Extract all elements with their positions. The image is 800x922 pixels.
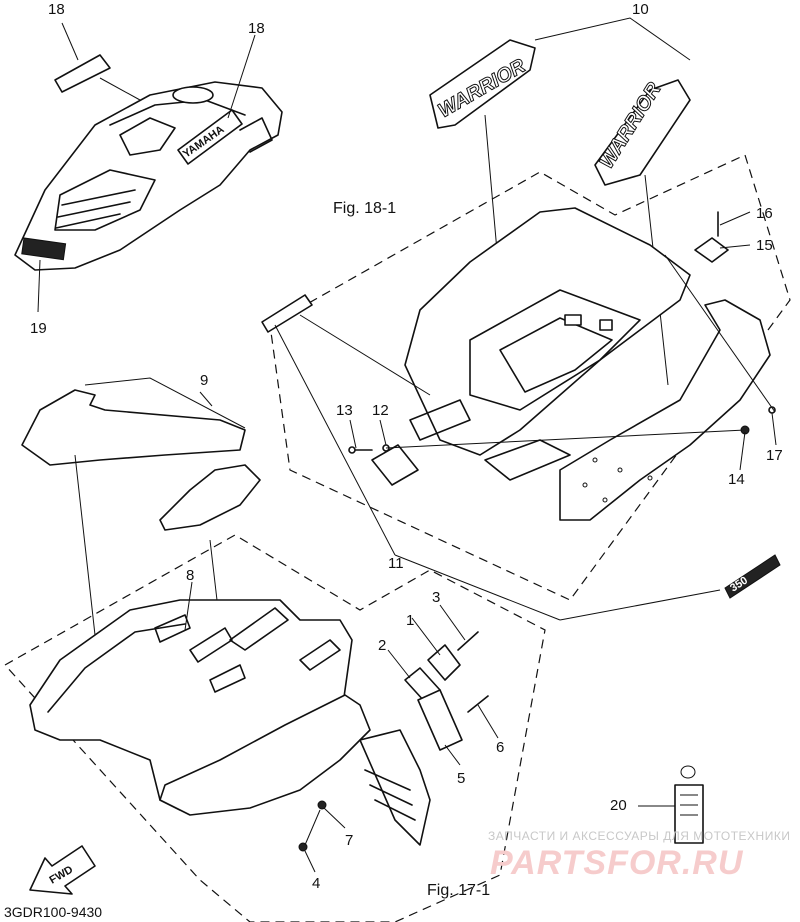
leader-12-axis — [385, 429, 746, 449]
callout-19: 19 — [30, 320, 47, 337]
fuel-tank-cover: YAMAHA — [14, 81, 283, 271]
leader-11-c — [559, 589, 721, 621]
leader-17-axis — [664, 254, 776, 413]
front-fender-decals — [21, 389, 261, 531]
leader-11 — [274, 324, 396, 556]
figure-ref-18-1: Fig. 18-1 — [333, 200, 396, 217]
leader-12 — [379, 419, 387, 446]
callout-20: 20 — [610, 797, 627, 814]
leader-7 — [323, 807, 346, 829]
plate-12 — [371, 444, 419, 486]
rear-fender-group-boundary — [269, 154, 791, 601]
fwd-arrow: FWD — [29, 845, 96, 895]
leader-9-b — [199, 391, 213, 407]
leader-19 — [37, 259, 41, 313]
leader-18a — [61, 22, 79, 61]
callout-13: 13 — [336, 402, 353, 419]
leader-11-b — [394, 554, 561, 621]
callout-6: 6 — [496, 739, 504, 756]
leader-17 — [771, 412, 777, 446]
bolt-6 — [467, 695, 489, 713]
leader-6 — [477, 704, 499, 739]
callout-15: 15 — [756, 237, 773, 254]
callout-1: 1 — [406, 612, 414, 629]
watermark-subtitle: ЗАПЧАСТИ И АКСЕССУАРЫ ДЛЯ МОТОТЕХНИКИ — [488, 829, 790, 843]
rear-fender — [404, 207, 771, 521]
callout-5: 5 — [457, 770, 465, 787]
callout-9: 9 — [200, 372, 208, 389]
leader-10 — [534, 17, 691, 61]
leader-14 — [739, 431, 746, 471]
callout-8: 8 — [186, 567, 194, 584]
leader-18a-b — [99, 77, 141, 101]
front-fender-group-boundary — [4, 534, 546, 922]
leader-13 — [349, 419, 357, 449]
warrior-decal-sheet: WARRIOR WARRIOR — [429, 39, 691, 186]
callout-3: 3 — [432, 589, 440, 606]
callout-2: 2 — [378, 637, 386, 654]
leader-8 — [184, 581, 193, 631]
callout-18-top: 18 — [248, 20, 265, 37]
leader-18b — [227, 34, 256, 119]
callout-16: 16 — [756, 205, 773, 222]
leader-1 — [411, 617, 441, 656]
leader-5 — [444, 744, 461, 766]
leader-9 — [84, 377, 246, 429]
leader-16 — [719, 211, 751, 226]
bracket-15 — [694, 237, 729, 263]
leader-2 — [387, 649, 411, 679]
callout-10: 10 — [632, 1, 649, 18]
callout-11: 11 — [388, 555, 404, 572]
decal-18-strip — [54, 54, 111, 93]
callout-18-top-left: 18 — [48, 1, 65, 18]
part-code: 3GDR100-9430 — [4, 904, 102, 920]
plate-1 — [427, 644, 461, 681]
front-fender — [29, 599, 431, 846]
size-badge — [724, 554, 781, 599]
watermark-brand: PARTSFOR.RU — [490, 844, 744, 882]
callout-17: 17 — [766, 447, 783, 464]
figure-ref-17-1: Fig. 17-1 — [427, 882, 490, 899]
callout-4: 4 — [312, 875, 320, 892]
leader-3 — [439, 604, 466, 641]
leader-11-strip — [299, 314, 431, 396]
plate-5 — [417, 689, 463, 751]
nut-7 — [317, 800, 327, 810]
leader-15 — [719, 244, 751, 249]
callout-12: 12 — [372, 402, 389, 419]
decal-19-panel — [21, 237, 67, 261]
decal-11-strip — [261, 294, 313, 333]
label-tag-20 — [674, 765, 704, 844]
leader-4 — [304, 850, 316, 873]
callout-14: 14 — [728, 471, 745, 488]
callout-7: 7 — [345, 832, 353, 849]
bolt-3 — [457, 631, 479, 651]
leader-4-axis — [304, 809, 321, 846]
